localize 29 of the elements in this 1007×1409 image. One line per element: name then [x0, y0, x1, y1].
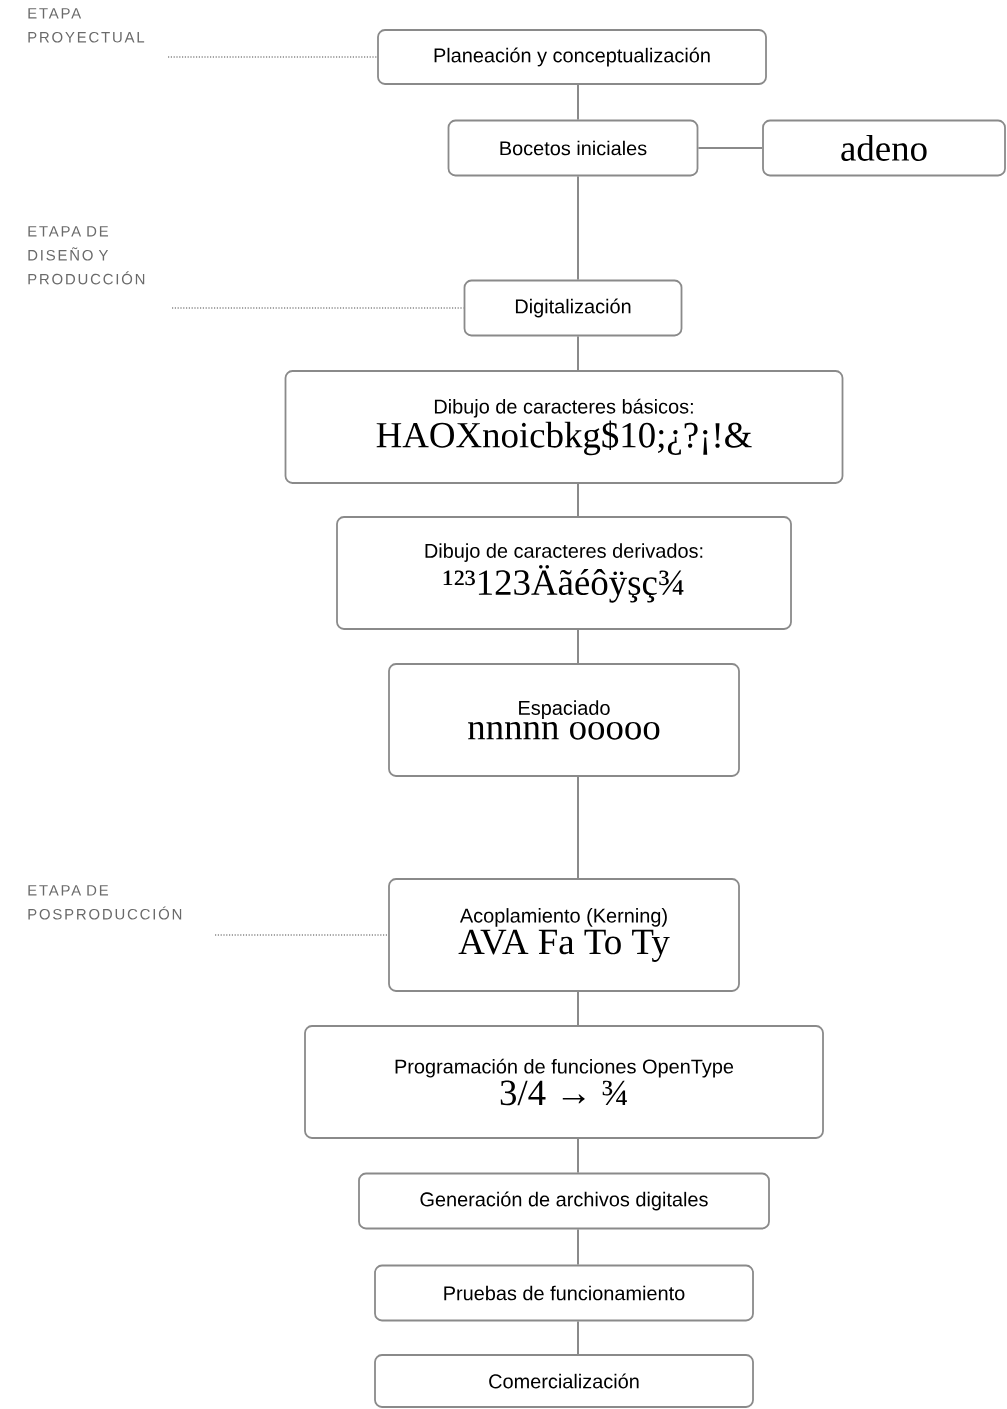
- process-box: Programación de funciones OpenType 3/4 → ¾: [304, 1025, 824, 1139]
- stage-label: ETAPA DE DISEÑO Y PRODUCCIÓN: [28, 226, 145, 285]
- process-box: Digitalización: [463, 279, 683, 337]
- connector-line: [577, 628, 579, 665]
- process-box: Dibujo de caracteres derivados: ¹²³123Äãéôÿşç¾: [336, 516, 792, 630]
- connector-line: [577, 482, 579, 518]
- process-box: Espaciado nnnnn ooooo: [388, 663, 740, 777]
- specimen-box: adeno: [762, 119, 1006, 177]
- process-box: Generación de archivos digitales: [358, 1172, 770, 1230]
- process-box: Pruebas de funcionamiento: [374, 1264, 754, 1322]
- connector-line: [577, 775, 579, 880]
- connector-line: [577, 1320, 579, 1356]
- leader-line: [167, 56, 378, 58]
- stage-label: ETAPA DE POSPRODUCCIÓN: [28, 885, 182, 920]
- stage-label: ETAPA PROYECTUAL: [28, 8, 145, 43]
- connector-line: [577, 990, 579, 1027]
- connector-line: [577, 1228, 579, 1266]
- connector-line: [577, 175, 579, 281]
- connector-line: [577, 1137, 579, 1174]
- connector-line: [577, 83, 579, 121]
- connector-line: [697, 147, 764, 149]
- connector-line: [577, 335, 579, 372]
- process-box: Comercialización: [374, 1354, 754, 1408]
- process-box: Acoplamiento (Kerning) AVA Fa To Ty: [388, 878, 740, 992]
- process-box: Planeación y conceptualización: [377, 29, 767, 85]
- process-box: Bocetos iniciales: [447, 119, 699, 177]
- leader-line: [171, 307, 465, 309]
- process-box: Dibujo de caracteres básicos: HAOXnoicbkg$10;¿?¡!&: [284, 370, 844, 484]
- leader-line: [214, 934, 389, 936]
